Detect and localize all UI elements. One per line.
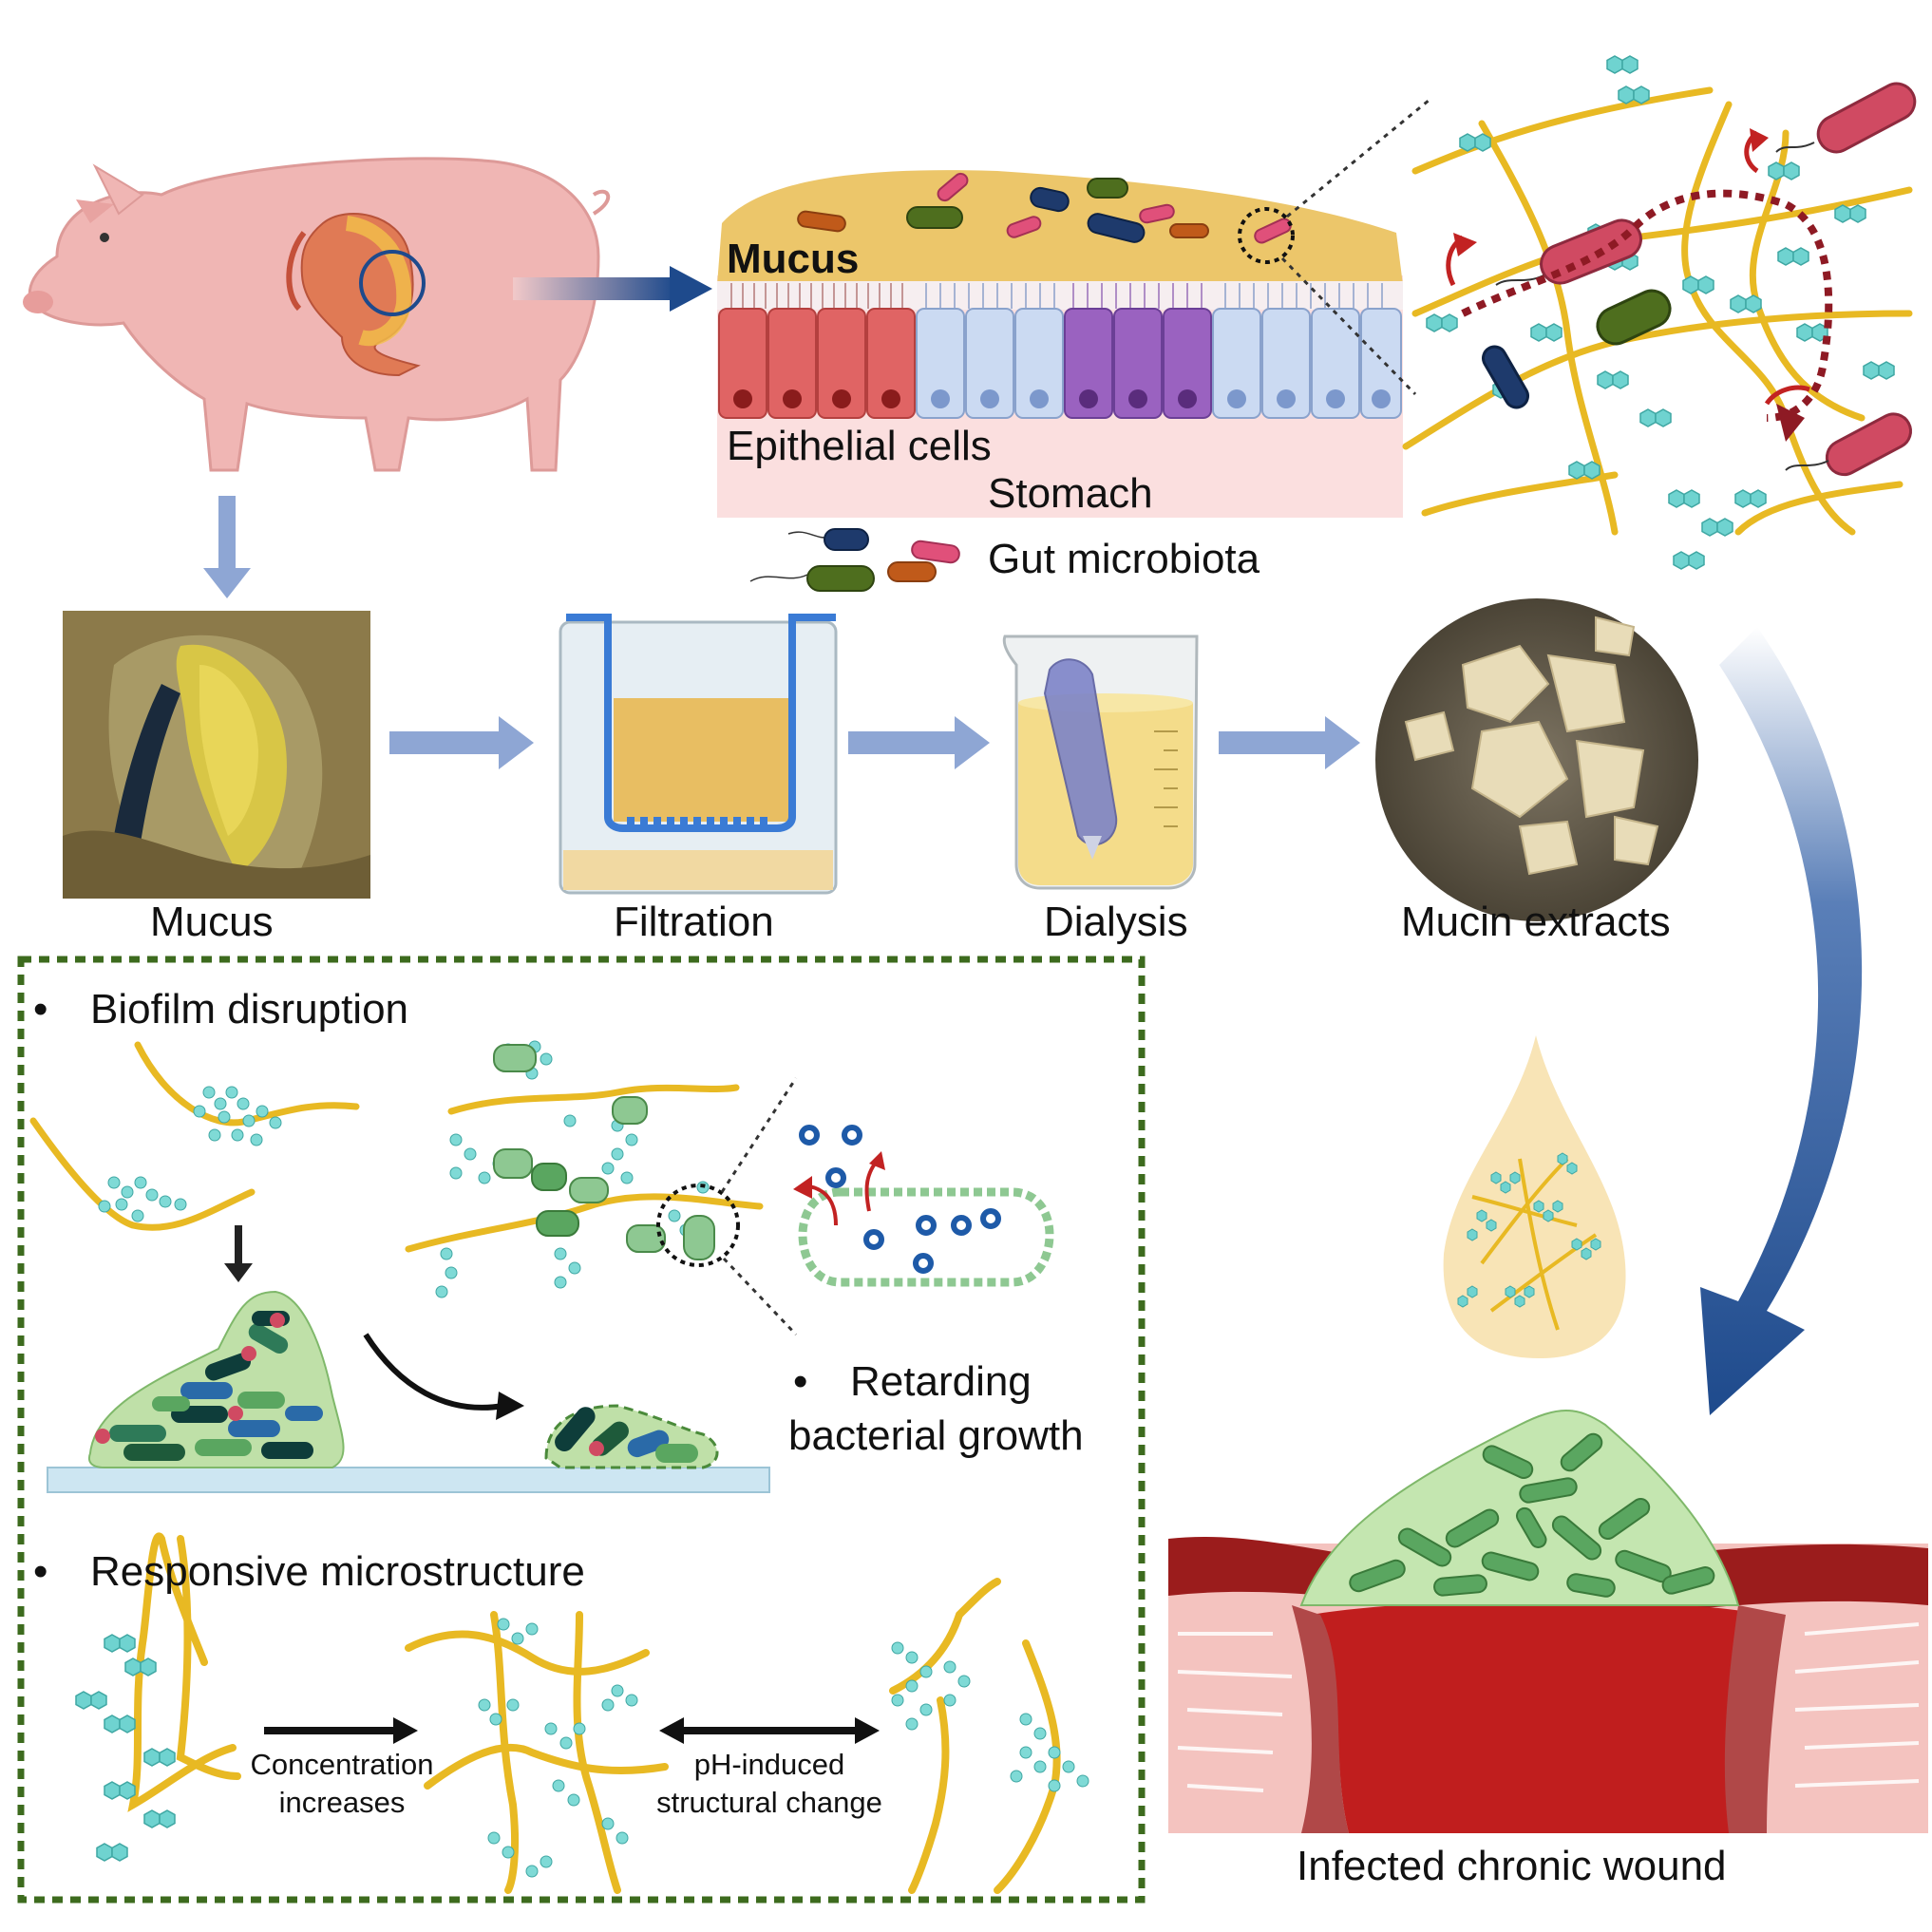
growth-network [405,1040,1054,1336]
arrow-to-wound [1700,627,1863,1415]
concentration-line2: increases [278,1786,406,1819]
arrow-filtration-to-dialysis [848,716,990,769]
mucin-network-zoom [1402,55,1917,570]
retarding-growth-heading-line2: bacterial growth [788,1412,1084,1459]
responsive-microstructure [75,1532,1089,1894]
mucus-layer-label: Mucus [727,236,860,282]
infected-wound [1168,1410,1928,1833]
ph-line1: pH-induced [693,1748,845,1781]
concentration-increases-label: Concentration increases [237,1746,446,1822]
biofilm-mound [47,1290,770,1493]
step-mucin-extracts-label: Mucin extracts [1401,899,1671,945]
concentration-line1: Concentration [250,1748,434,1781]
microbiota-legend-bacteria [749,528,960,592]
stomach-cross-section [717,98,1430,518]
ph-structural-change-label: pH-induced structural change [636,1746,902,1822]
filtration-illustration [559,614,838,895]
responsive-microstructure-heading: Responsive microstructure [90,1548,585,1595]
arrow-pig-to-mucus [203,496,251,598]
pig-illustration [23,157,611,472]
step-filtration-label: Filtration [614,899,774,945]
epithelial-cells-label: Epithelial cells [727,423,992,469]
biofilm-disruption-heading: Biofilm disruption [90,986,409,1032]
ph-line2: structural change [656,1786,882,1819]
bullet-responsive: • [33,1548,48,1595]
functions-box [17,956,1146,1904]
arrow-mucus-to-filtration [389,716,534,769]
bullet-growth: • [793,1358,808,1405]
arrow-dialysis-to-mucin [1219,716,1360,769]
retarding-growth-heading-line1: Retarding [850,1358,1032,1405]
step-dialysis-label: Dialysis [1044,899,1188,945]
step-mucus-label: Mucus [150,899,274,945]
infected-wound-label: Infected chronic wound [1297,1843,1727,1889]
gut-microbiota-label: Gut microbiota [988,536,1260,582]
arrow-pig-to-stomach [513,266,712,312]
zoom-circle [1238,207,1295,264]
stomach-label: Stomach [988,470,1153,517]
biofilm-mucins [29,1041,360,1282]
dialysis-illustration [1002,635,1199,890]
bullet-biofilm: • [33,986,48,1032]
mucus-photo [63,611,370,899]
mucin-extracts-photo [1375,598,1698,921]
mucin-droplet [1443,1035,1626,1358]
